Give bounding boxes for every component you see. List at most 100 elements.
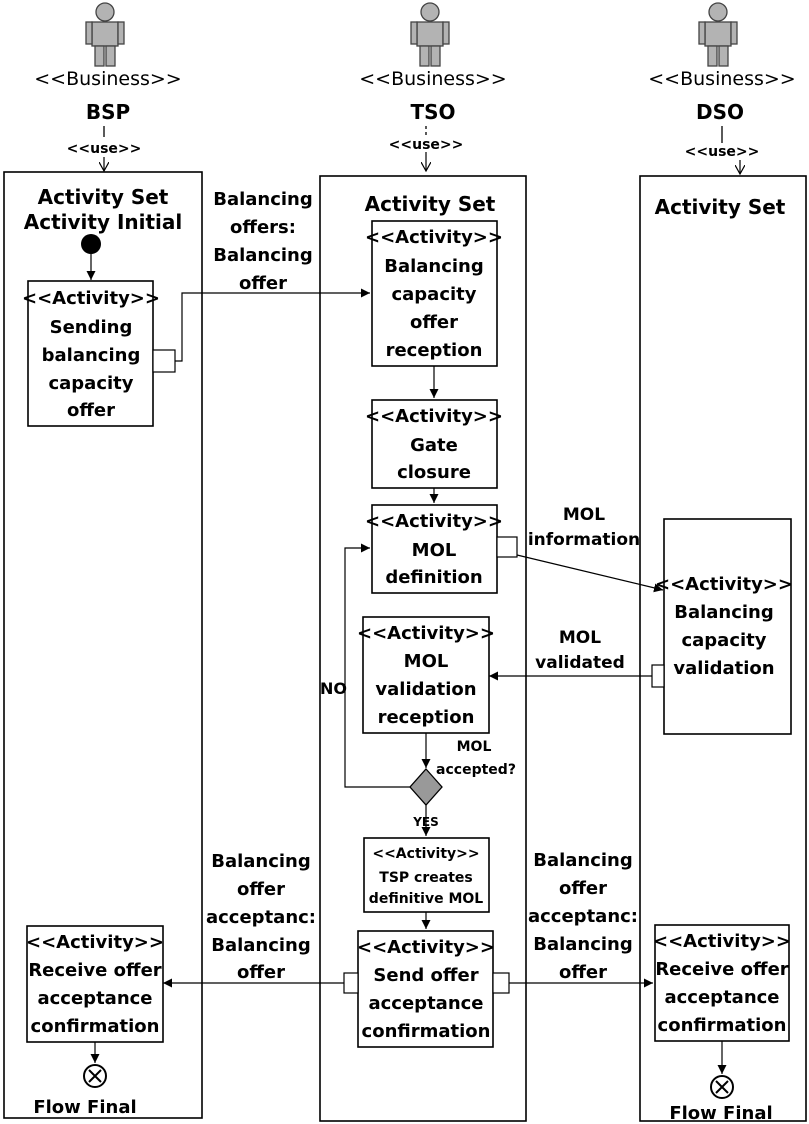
flow-label-balancing-offers: Balancing offers: Balancing offer	[213, 189, 313, 294]
activity-stereotype: <<Activity>>	[22, 288, 160, 309]
activity-label: validation	[673, 658, 774, 679]
activity-label: Balancing	[384, 256, 484, 277]
lane-title: Activity Set	[365, 192, 496, 216]
activity-gate-closure: <<Activity>> Gate closure	[365, 399, 503, 489]
use-label: <<use>>	[389, 137, 464, 153]
activity-receive-acceptance-bsp: <<Activity>> Receive offer acceptance co…	[26, 925, 164, 1043]
activity-stereotype: <<Activity>>	[357, 937, 495, 958]
activity-label: capacity	[681, 630, 766, 651]
activity-label: capacity	[391, 284, 476, 305]
actor-name: TSO	[410, 100, 455, 124]
flow-label-mol-information: MOL information	[528, 505, 640, 550]
activity-label: Sending	[50, 317, 133, 338]
activity-label: MOL	[404, 651, 449, 672]
svg-text:Balancing: Balancing	[533, 934, 633, 955]
decision-label: MOL accepted?	[436, 739, 516, 778]
actor-dso: <<Business>> DSO <<use>>	[648, 2, 796, 174]
svg-text:offer: offer	[559, 962, 607, 983]
svg-text:validated: validated	[535, 653, 625, 673]
activity-label: balancing	[42, 345, 141, 366]
svg-text:acceptanc:: acceptanc:	[206, 907, 316, 928]
final-label: Flow Final	[33, 1097, 136, 1118]
svg-text:information: information	[528, 530, 640, 550]
yes-label: YES	[412, 815, 439, 829]
activity-label: Receive offer	[28, 960, 161, 981]
actor-stereotype: <<Business>>	[359, 68, 506, 90]
activity-stereotype: <<Activity>>	[357, 623, 495, 644]
activity-sending-offer: <<Activity>> Sending balancing capacity …	[22, 280, 176, 427]
activity-label: Gate	[410, 435, 458, 456]
flow-label-acceptance-left: Balancing offer acceptanc: Balancing off…	[206, 851, 316, 983]
svg-text:Balancing: Balancing	[533, 850, 633, 871]
activity-offer-reception: <<Activity>> Balancing capacity offer re…	[365, 220, 503, 367]
svg-text:accepted?: accepted?	[436, 762, 516, 778]
activity-label: validation	[375, 679, 476, 700]
svg-text:acceptanc:: acceptanc:	[528, 906, 638, 927]
svg-text:offer: offer	[237, 962, 285, 983]
use-label: <<use>>	[67, 141, 142, 157]
activity-label: reception	[386, 340, 483, 361]
activity-label: acceptance	[368, 993, 483, 1014]
activity-label: offer	[410, 312, 458, 333]
activity-stereotype: <<Activity>>	[653, 931, 791, 952]
activity-mol-validation-reception: <<Activity>> MOL validation reception	[357, 616, 495, 734]
flow-label-acceptance-right: Balancing offer acceptanc: Balancing off…	[528, 850, 638, 983]
svg-text:MOL: MOL	[563, 505, 605, 525]
lane-dso	[639, 175, 807, 1122]
svg-text:Balancing: Balancing	[213, 245, 313, 266]
svg-text:Balancing: Balancing	[213, 189, 313, 210]
output-pin	[496, 536, 518, 558]
activity-stereotype: <<Activity>>	[365, 227, 503, 248]
activity-label: TSP creates	[379, 870, 472, 886]
svg-text:MOL: MOL	[457, 739, 492, 755]
activity-stereotype: <<Activity>>	[26, 932, 164, 953]
person-icon	[85, 2, 125, 67]
actor-name: DSO	[696, 100, 744, 124]
activity-label: Balancing	[674, 602, 774, 623]
actor-stereotype: <<Business>>	[34, 68, 181, 90]
flow-label-mol-validated: MOL validated	[535, 628, 625, 673]
activity-label: capacity	[48, 373, 133, 394]
activity-label: confirmation	[362, 1021, 491, 1042]
actor-bsp: <<Business>> BSP <<use>>	[34, 2, 182, 171]
lane-tso	[319, 175, 527, 1122]
svg-text:offer: offer	[559, 878, 607, 899]
output-pin	[343, 972, 359, 994]
activity-mol-definition: <<Activity>> MOL definition	[365, 504, 518, 594]
output-pin	[152, 349, 176, 373]
svg-text:MOL: MOL	[559, 628, 601, 648]
lane-title: Activity Set	[38, 185, 169, 209]
actor-name: BSP	[86, 100, 130, 124]
final-label: Flow Final	[669, 1103, 772, 1124]
use-label: <<use>>	[685, 144, 760, 160]
activity-label: confirmation	[31, 1016, 160, 1037]
lane-bsp	[3, 171, 203, 1119]
output-pin	[492, 972, 510, 994]
activity-label: reception	[378, 707, 475, 728]
activity-stereotype: <<Activity>>	[365, 511, 503, 532]
svg-text:offers:: offers:	[230, 217, 296, 238]
svg-text:offer: offer	[237, 879, 285, 900]
activity-label: Send offer	[373, 965, 478, 986]
activity-label: offer	[67, 400, 115, 421]
output-pin	[651, 664, 665, 688]
activity-label: Receive offer	[655, 959, 788, 980]
svg-text:Balancing: Balancing	[211, 851, 311, 872]
svg-text:Balancing: Balancing	[211, 935, 311, 956]
person-icon	[698, 2, 738, 67]
activity-label: acceptance	[37, 988, 152, 1009]
activity-tsp-creates-mol: <<Activity>> TSP creates definitive MOL	[363, 837, 490, 913]
activity-label: closure	[397, 462, 471, 483]
activity-label: definition	[385, 567, 482, 588]
person-icon	[410, 2, 450, 67]
svg-text:offer: offer	[239, 273, 287, 294]
flow-final-node	[710, 1075, 734, 1099]
actor-tso: <<Business>> TSO <<use>>	[359, 2, 507, 171]
actor-stereotype: <<Business>>	[648, 68, 795, 90]
activity-stereotype: <<Activity>>	[372, 846, 479, 862]
activity-stereotype: <<Activity>>	[655, 574, 793, 595]
activity-label: acceptance	[664, 987, 779, 1008]
activity-capacity-validation: <<Activity>> Balancing capacity validati…	[651, 518, 793, 735]
no-label: NO	[320, 679, 347, 698]
